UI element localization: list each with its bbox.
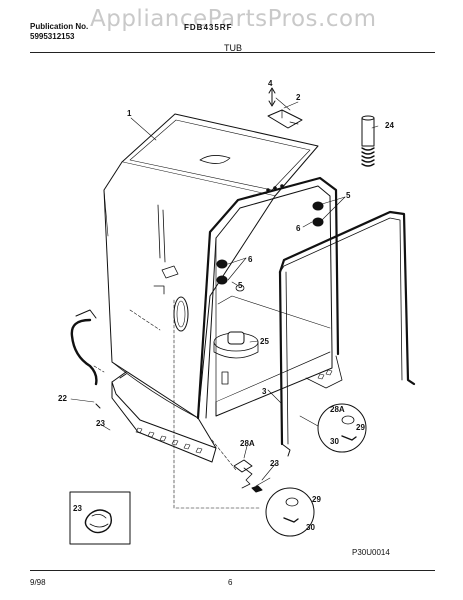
header-rule <box>30 52 435 53</box>
sump-area <box>213 331 259 385</box>
callout-1: 1 <box>127 109 132 118</box>
bracket-part-2 <box>267 101 303 129</box>
callout-25: 25 <box>260 337 269 346</box>
footer-rule <box>30 570 435 571</box>
model-number: FDB435RF <box>184 23 233 32</box>
inset-box <box>69 491 131 545</box>
latch-part-28a <box>233 459 271 493</box>
callout-5-lower: 5 <box>238 281 243 290</box>
callout-4: 4 <box>268 79 273 88</box>
tub-front-frame <box>196 176 340 420</box>
footer-date: 9/98 <box>30 578 46 587</box>
callout-23-inset: 23 <box>73 504 82 513</box>
detail-circle-bottom <box>265 487 315 537</box>
publication-label: Publication No. <box>30 22 89 31</box>
callout-5-upper: 5 <box>346 191 351 200</box>
callout-6-upper: 6 <box>296 224 301 233</box>
figure-code: P30U0014 <box>352 548 390 557</box>
watermark: AppliancePartsPros.com <box>90 6 377 32</box>
callout-23-bottom: 23 <box>270 459 279 468</box>
callout-30-right: 30 <box>330 437 339 446</box>
footer-page-number: 6 <box>228 578 233 587</box>
door-gasket <box>278 210 416 457</box>
callout-30-bottom: 30 <box>306 523 315 532</box>
tub-body <box>103 113 319 419</box>
publication-number: 5995312153 <box>30 32 75 41</box>
leader-lines <box>70 97 379 481</box>
spring-part-24 <box>361 115 375 167</box>
screw-part-4 <box>268 87 276 107</box>
callout-29-right: 29 <box>356 423 365 432</box>
callout-22: 22 <box>58 394 67 403</box>
section-title: TUB <box>224 43 242 53</box>
callout-6-lower: 6 <box>248 255 253 264</box>
nuts-parts-5-6 <box>216 201 324 292</box>
drain-hose <box>70 309 105 409</box>
callout-28a-right: 28A <box>330 405 345 414</box>
base-frame <box>111 299 343 509</box>
callout-23-left: 23 <box>96 419 105 428</box>
callout-28a-bottom: 28A <box>240 439 255 448</box>
callout-2: 2 <box>296 93 301 102</box>
detail-circle-right <box>299 403 367 453</box>
callout-24: 24 <box>385 121 394 130</box>
callout-29-bottom: 29 <box>312 495 321 504</box>
callout-3: 3 <box>262 387 267 396</box>
